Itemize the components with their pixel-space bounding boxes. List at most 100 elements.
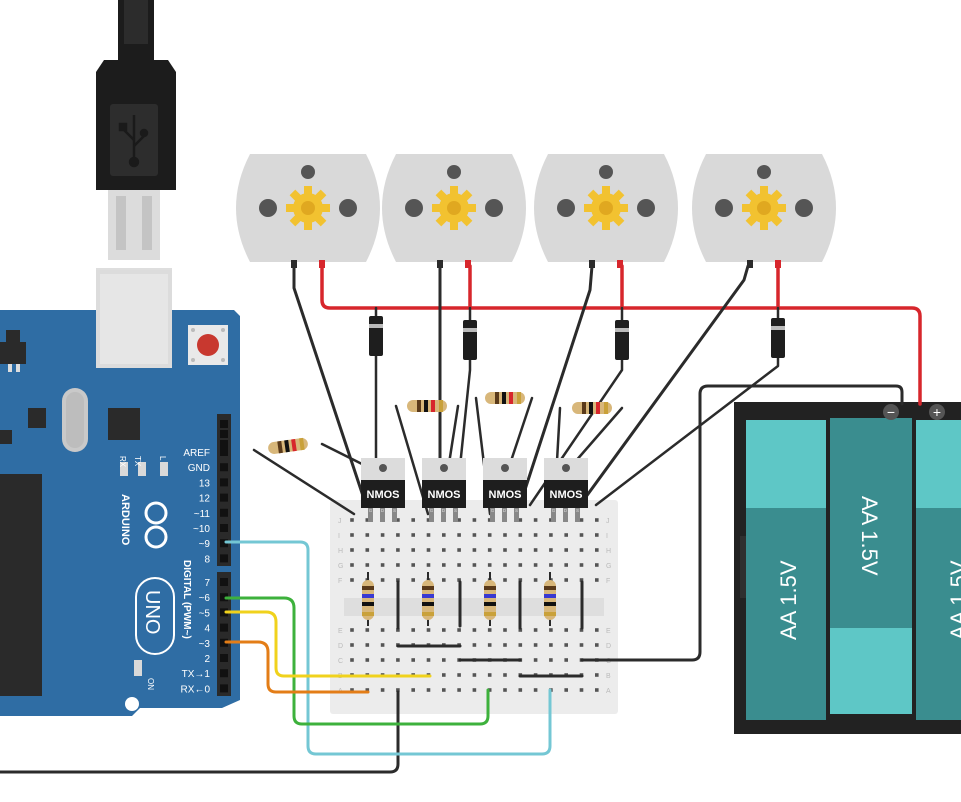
breadboard-hole[interactable] [380, 533, 385, 537]
battery-negative-terminal[interactable]: − [883, 404, 899, 420]
breadboard-hole[interactable] [411, 563, 415, 567]
breadboard-hole[interactable] [595, 628, 599, 632]
breadboard-hole[interactable] [457, 533, 461, 537]
breadboard-hole[interactable] [365, 533, 370, 537]
breadboard-hole[interactable] [365, 518, 370, 522]
resistor[interactable] [422, 572, 434, 626]
diode[interactable] [369, 316, 383, 356]
breadboard-hole[interactable] [564, 578, 568, 582]
resistor[interactable] [572, 402, 612, 414]
breadboard-hole[interactable] [518, 628, 523, 632]
breadboard-hole[interactable] [426, 533, 431, 537]
breadboard-hole[interactable] [503, 673, 507, 677]
breadboard-hole[interactable] [518, 533, 523, 537]
breadboard-hole[interactable] [350, 533, 354, 537]
breadboard-hole[interactable] [549, 643, 553, 647]
breadboard-hole[interactable] [595, 688, 599, 692]
diode[interactable] [771, 318, 785, 358]
header-pin[interactable] [220, 448, 228, 456]
resistor[interactable] [484, 572, 496, 626]
breadboard-hole[interactable] [426, 688, 431, 692]
breadboard-hole[interactable] [595, 578, 599, 582]
breadboard-hole[interactable] [487, 518, 492, 522]
diode[interactable] [615, 320, 629, 360]
breadboard-hole[interactable] [472, 673, 477, 677]
breadboard-hole[interactable] [457, 548, 461, 552]
breadboard-hole[interactable] [579, 518, 584, 522]
motor-2[interactable] [382, 154, 526, 268]
breadboard-hole[interactable] [442, 548, 446, 552]
breadboard-hole[interactable] [503, 548, 507, 552]
breadboard-hole[interactable] [518, 643, 523, 647]
breadboard-hole[interactable] [411, 533, 415, 537]
breadboard-hole[interactable] [595, 533, 599, 537]
breadboard-hole[interactable] [579, 643, 584, 647]
breadboard-hole[interactable] [533, 578, 538, 582]
breadboard-hole[interactable] [579, 563, 584, 567]
breadboard-hole[interactable] [518, 548, 523, 552]
breadboard-hole[interactable] [533, 643, 538, 647]
breadboard-hole[interactable] [380, 658, 385, 662]
breadboard-hole[interactable] [442, 578, 446, 582]
header-pin[interactable] [220, 539, 228, 548]
breadboard-hole[interactable] [579, 578, 584, 582]
breadboard-hole[interactable] [365, 688, 370, 692]
breadboard-hole[interactable] [350, 563, 354, 567]
breadboard-hole[interactable] [564, 658, 568, 662]
breadboard-hole[interactable] [564, 563, 568, 567]
breadboard-hole[interactable] [396, 658, 400, 662]
motor-1[interactable] [236, 154, 380, 268]
breadboard-hole[interactable] [533, 563, 538, 567]
resistor[interactable] [544, 572, 556, 626]
breadboard-hole[interactable] [579, 688, 584, 692]
breadboard-hole[interactable] [457, 518, 461, 522]
resistor[interactable] [407, 400, 447, 412]
breadboard-hole[interactable] [380, 628, 385, 632]
breadboard-hole[interactable] [396, 518, 400, 522]
resistor[interactable] [362, 572, 374, 626]
breadboard-hole[interactable] [350, 548, 354, 552]
header-pin[interactable] [220, 463, 228, 472]
breadboard-hole[interactable] [457, 563, 461, 567]
breadboard-hole[interactable] [457, 688, 461, 692]
breadboard-hole[interactable] [595, 563, 599, 567]
breadboard-hole[interactable] [518, 518, 523, 522]
resistor[interactable] [485, 392, 525, 404]
breadboard-hole[interactable] [549, 533, 553, 537]
breadboard-hole[interactable] [426, 628, 431, 632]
breadboard-hole[interactable] [396, 563, 400, 567]
breadboard-hole[interactable] [411, 548, 415, 552]
breadboard-hole[interactable] [472, 548, 477, 552]
breadboard-hole[interactable] [533, 658, 538, 662]
breadboard-hole[interactable] [487, 533, 492, 537]
breadboard-hole[interactable] [426, 518, 431, 522]
breadboard-hole[interactable] [442, 673, 446, 677]
breadboard-hole[interactable] [426, 548, 431, 552]
resistor[interactable] [267, 437, 308, 454]
breadboard-hole[interactable] [396, 628, 400, 632]
header-pin[interactable] [220, 608, 228, 617]
header-pin[interactable] [220, 493, 228, 502]
breadboard-hole[interactable] [472, 578, 477, 582]
reset-button[interactable] [188, 325, 228, 365]
breadboard-hole[interactable] [442, 658, 446, 662]
breadboard-hole[interactable] [350, 643, 354, 647]
header-pin[interactable] [220, 578, 228, 586]
header-pin[interactable] [220, 593, 228, 602]
breadboard-hole[interactable] [549, 628, 553, 632]
breadboard-hole[interactable] [472, 643, 477, 647]
motor-3[interactable] [534, 154, 678, 268]
breadboard-hole[interactable] [411, 578, 415, 582]
breadboard-hole[interactable] [396, 533, 400, 537]
breadboard-hole[interactable] [396, 548, 400, 552]
breadboard-hole[interactable] [579, 548, 584, 552]
battery-pack[interactable]: AA 1.5V AA 1.5V AA 1.5V − + [734, 402, 961, 734]
breadboard-hole[interactable] [457, 673, 461, 677]
breadboard-hole[interactable] [411, 658, 415, 662]
breadboard-hole[interactable] [518, 563, 523, 567]
header-pin[interactable] [220, 684, 228, 693]
breadboard-hole[interactable] [518, 578, 523, 582]
